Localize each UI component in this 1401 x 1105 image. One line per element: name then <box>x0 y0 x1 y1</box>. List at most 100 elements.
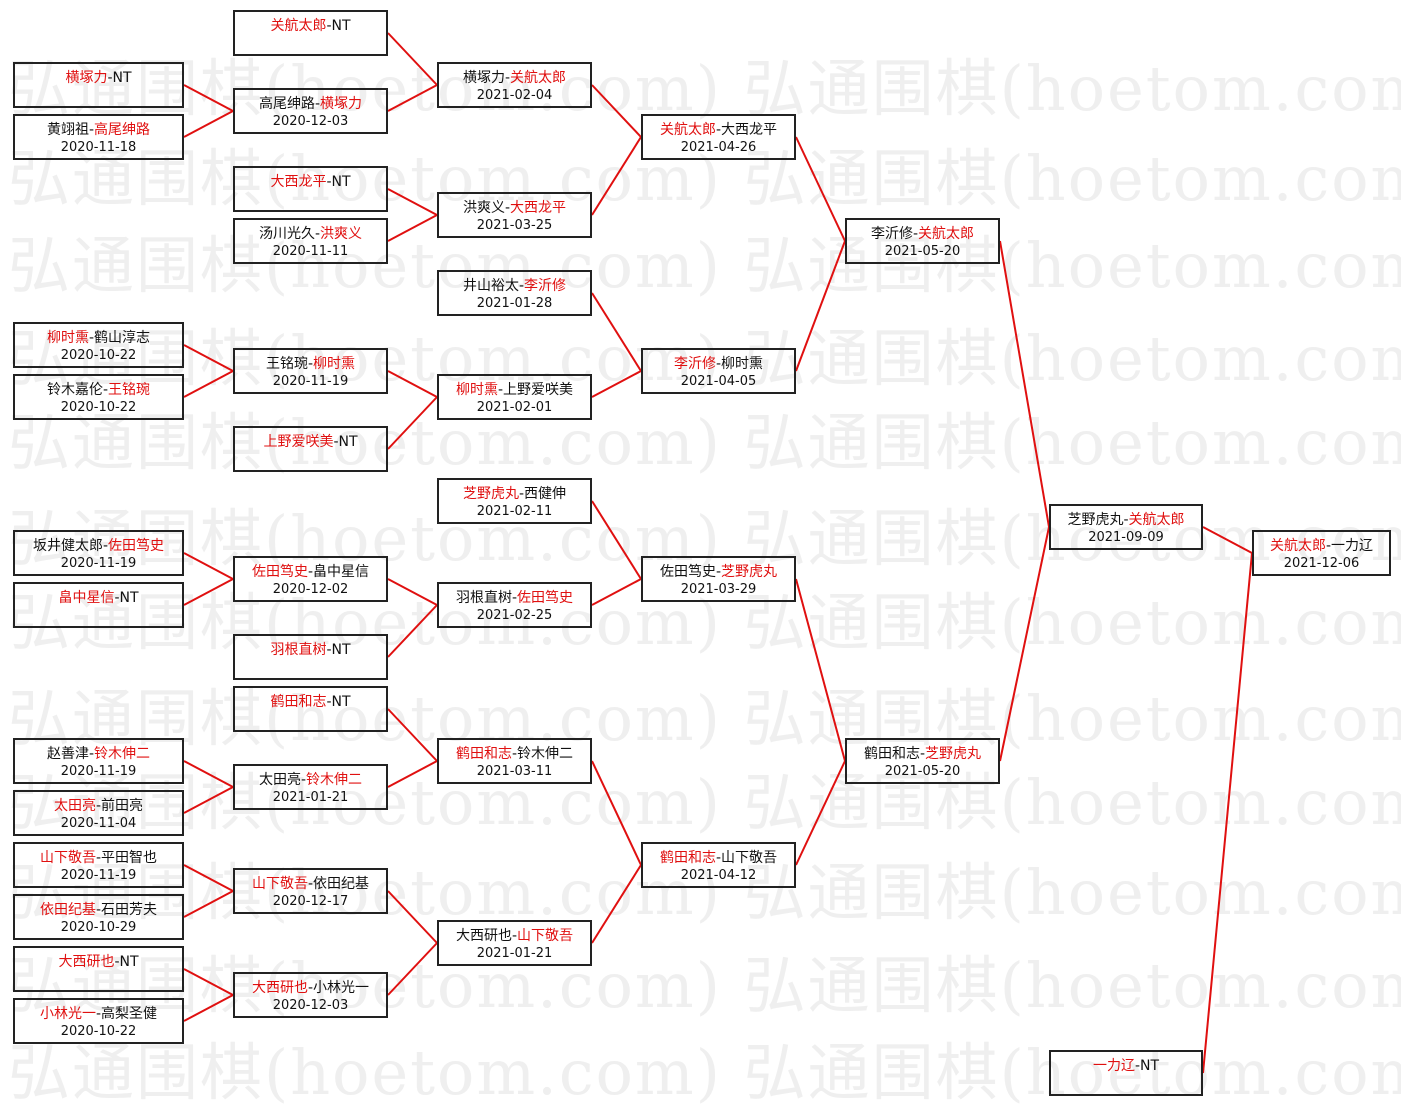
separator: - <box>102 538 109 554</box>
bracket-connector <box>999 526 1050 762</box>
separator: - <box>919 746 926 762</box>
player-2: NT <box>331 174 351 190</box>
match-date: 2021-03-11 <box>476 764 553 779</box>
match-box[interactable]: 上野爱咲美-NT <box>233 426 388 472</box>
player-1: 大西研也 <box>455 928 512 944</box>
match-players: 李沂修-柳时熏 <box>643 355 794 373</box>
bracket-connector <box>591 760 642 866</box>
separator: - <box>497 382 504 398</box>
match-box[interactable]: 横塚力-NT <box>13 62 184 108</box>
match-box[interactable]: 关航太郎-NT <box>233 10 388 56</box>
match-date: 2020-11-19 <box>272 374 349 389</box>
match-players: 柳时熏-鹤山淳志 <box>15 329 182 347</box>
match-box[interactable]: 羽根直树-NT <box>233 634 388 680</box>
player-2: NT <box>331 694 351 710</box>
player-2: 李沂修 <box>524 278 567 294</box>
match-players: 山下敬吾-依田纪基 <box>235 875 386 893</box>
separator: - <box>326 694 332 710</box>
bracket-connector <box>387 890 438 944</box>
bracket-connector <box>387 578 438 606</box>
separator: - <box>95 850 102 866</box>
watermark-text: 弘通围棋(hoetom.com) 弘通围棋(hoetom.com) 弘通 <box>8 322 1401 395</box>
match-date: 2021-05-20 <box>884 764 961 779</box>
bracket-connector <box>387 760 438 788</box>
match-players: 洪爽义-大西龙平 <box>439 199 590 217</box>
match-date: 2021-05-20 <box>884 244 961 259</box>
player-2: 佐田笃史 <box>108 538 165 554</box>
watermark-text: 弘通围棋(hoetom.com) 弘通围棋(hoetom.com) 弘通 <box>8 1036 1401 1105</box>
watermark-text: 弘通围棋(hoetom.com) 弘通围棋(hoetom.com) 弘通 <box>8 229 1401 302</box>
player-2: 柳时熏 <box>721 356 764 372</box>
player-2: 石田芳夫 <box>101 902 158 918</box>
player-1: 大西研也 <box>251 980 308 996</box>
match-date: 2021-01-21 <box>272 790 349 805</box>
match-players: 太田亮-铃木伸二 <box>235 771 386 789</box>
match-box[interactable]: 鹤田和志-NT <box>233 686 388 732</box>
player-2: 高尾绅路 <box>94 122 151 138</box>
player-2: 西健伸 <box>524 486 567 502</box>
separator: - <box>511 746 518 762</box>
separator: - <box>912 226 919 242</box>
match-players: 佐田笃史-芝野虎丸 <box>643 563 794 581</box>
match-date: 2021-02-11 <box>476 504 553 519</box>
match-players: 鹤田和志-山下敬吾 <box>643 849 794 867</box>
separator: - <box>1325 538 1332 554</box>
bracket-connector <box>591 136 642 216</box>
player-2: 横塚力 <box>320 96 363 112</box>
bracket-connector <box>387 188 438 216</box>
player-2: 山下敬吾 <box>517 928 574 944</box>
match-date: 2020-11-19 <box>60 556 137 571</box>
bracket-connector <box>591 500 642 580</box>
match-box[interactable]: 大西龙平-NT <box>233 166 388 212</box>
bracket-connector <box>183 968 234 996</box>
player-2: 小林光一 <box>313 980 370 996</box>
player-2: 芝野虎丸 <box>925 746 982 762</box>
bracket-connector <box>387 396 438 450</box>
match-box[interactable]: 大西研也-NT <box>13 946 184 992</box>
player-1: 铃木嘉伦 <box>46 382 103 398</box>
bracket-connector <box>999 240 1050 528</box>
player-2: NT <box>338 434 358 450</box>
bracket-connector <box>183 578 234 606</box>
player-2: 畠中星信 <box>313 564 370 580</box>
separator: - <box>95 1006 102 1022</box>
match-box[interactable]: 畠中星信-NT <box>13 582 184 628</box>
player-1: 高尾绅路 <box>258 96 315 112</box>
match-box[interactable]: 一力辽-NT <box>1049 1050 1203 1096</box>
bracket-connector <box>1202 526 1253 554</box>
player-1: 李沂修 <box>673 356 716 372</box>
